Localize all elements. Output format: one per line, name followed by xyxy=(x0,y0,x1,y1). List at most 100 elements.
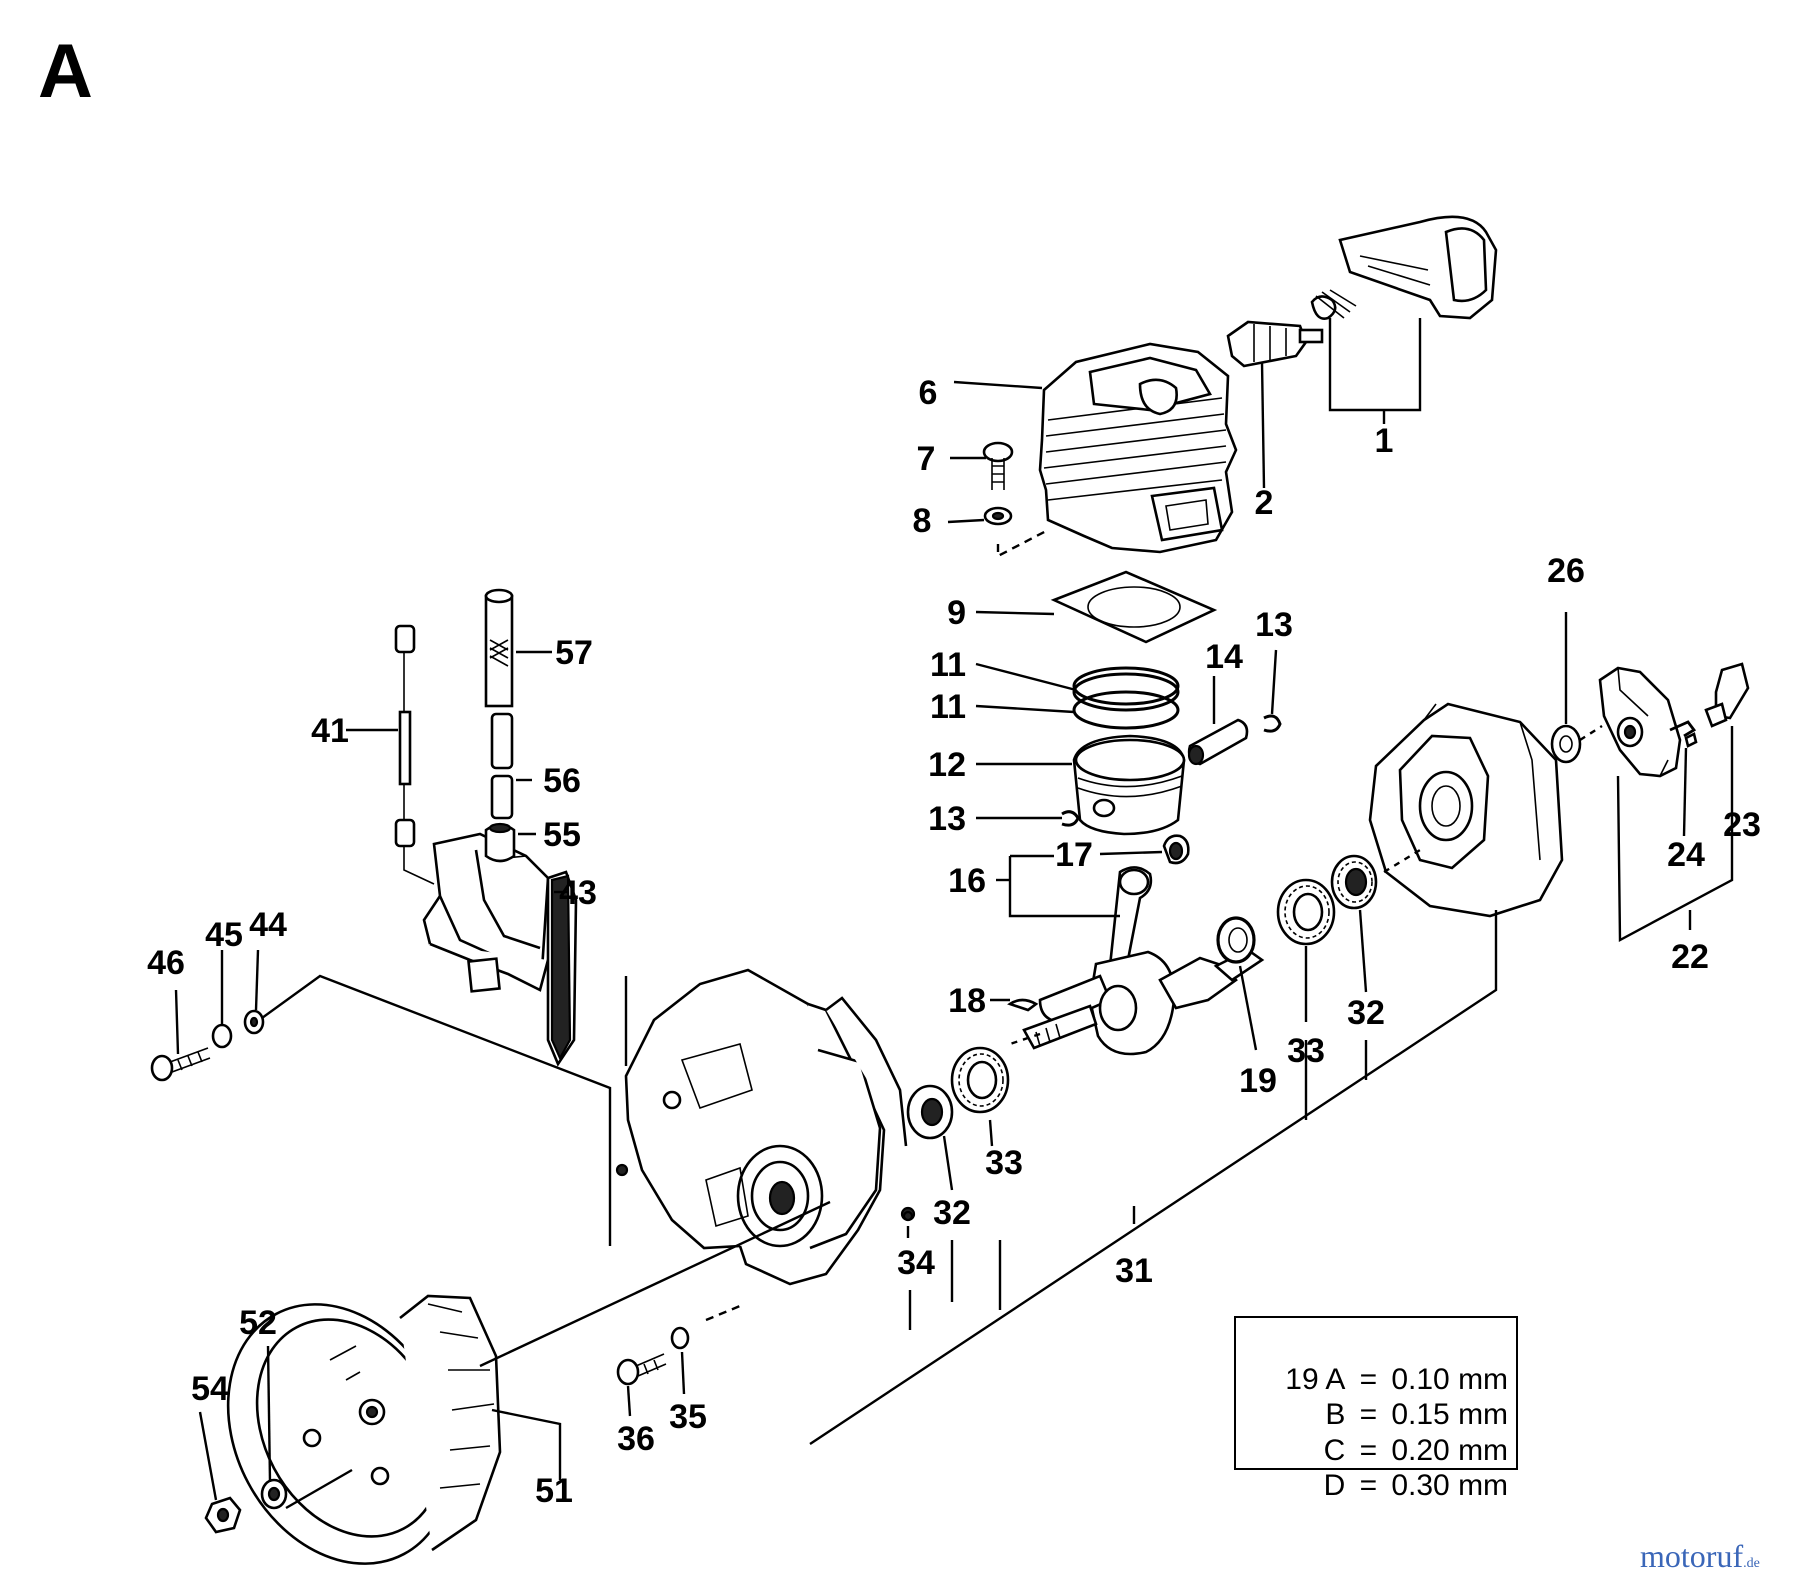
legend-equals: = xyxy=(1359,1398,1378,1431)
callout-33-right: 33 xyxy=(1287,1032,1325,1070)
piston xyxy=(1072,734,1186,836)
starter-pawl xyxy=(1704,662,1750,728)
module-lock-washer xyxy=(243,1009,265,1035)
oil-seal-left xyxy=(906,1084,954,1140)
sheet-letter: A xyxy=(38,29,93,114)
legend-code: D xyxy=(1323,1469,1346,1502)
callout-13-lower: 13 xyxy=(928,800,966,838)
callout-32-left: 32 xyxy=(933,1194,971,1232)
ball-bearing-right xyxy=(1276,878,1336,946)
callout-19: 19 xyxy=(1239,1062,1277,1100)
callout-7: 7 xyxy=(917,440,936,478)
flywheel-washer xyxy=(260,1478,288,1510)
callout-14: 14 xyxy=(1205,638,1243,676)
callout-26: 26 xyxy=(1547,552,1585,590)
callout-35: 35 xyxy=(669,1398,707,1436)
callout-55: 55 xyxy=(543,816,581,854)
callout-34: 34 xyxy=(897,1244,935,1282)
callout-45: 45 xyxy=(205,916,243,954)
piston-ring-lower xyxy=(1072,690,1180,730)
cylinder-gasket xyxy=(1050,570,1218,644)
callout-57: 57 xyxy=(555,634,593,672)
spark-plug-boot xyxy=(1338,215,1498,320)
callout-22: 22 xyxy=(1671,938,1709,976)
callout-44: 44 xyxy=(249,906,287,944)
callout-13-upper: 13 xyxy=(1255,606,1293,644)
spark-plug xyxy=(1226,320,1324,368)
callout-43: 43 xyxy=(559,874,597,912)
ignition-lead xyxy=(394,624,435,885)
callout-24: 24 xyxy=(1667,836,1705,874)
legend-code: C xyxy=(1323,1433,1346,1467)
ignition-module xyxy=(422,832,578,1067)
spacer-tube xyxy=(484,588,514,708)
starter-washer xyxy=(1550,724,1582,764)
legend-row: D = 0.30 mm xyxy=(1236,1433,1516,1502)
circlip-upper xyxy=(1263,714,1282,733)
callout-46: 46 xyxy=(147,944,185,982)
needle-bearing xyxy=(1162,834,1190,865)
sleeve-cap xyxy=(484,822,516,863)
callout-54: 54 xyxy=(191,1370,229,1408)
flywheel xyxy=(226,1294,502,1565)
callout-12: 12 xyxy=(928,746,966,784)
cylinder xyxy=(1038,342,1238,554)
crankcase-left-half xyxy=(615,968,916,1286)
ball-bearing-left xyxy=(950,1046,1010,1114)
watermark-logo[interactable]: motoruf.de xyxy=(1640,1538,1760,1575)
piston-pin xyxy=(1187,718,1249,766)
callout-51: 51 xyxy=(535,1472,573,1510)
callout-23: 23 xyxy=(1723,806,1761,844)
legend-equals: = xyxy=(1359,1362,1378,1396)
watermark-tld: .de xyxy=(1743,1556,1760,1571)
legend-equals: = xyxy=(1359,1469,1378,1502)
callout-18: 18 xyxy=(948,982,986,1020)
legend-equals: = xyxy=(1359,1433,1378,1467)
legend-code: B xyxy=(1325,1398,1346,1431)
legend-value: 0.15 mm xyxy=(1391,1398,1509,1431)
legend-value: 0.30 mm xyxy=(1391,1469,1509,1502)
spark-plug-spring xyxy=(1310,289,1357,320)
pawl-spring xyxy=(1669,720,1698,748)
sleeve-lower xyxy=(490,774,514,820)
callout-8: 8 xyxy=(913,502,932,540)
legend-code: 19 A xyxy=(1285,1362,1346,1396)
flywheel-nut xyxy=(204,1496,242,1534)
legend-value: 0.10 mm xyxy=(1391,1362,1509,1396)
callout-6: 6 xyxy=(919,374,938,412)
cylinder-screw xyxy=(982,441,1014,490)
callout-9: 9 xyxy=(947,594,966,632)
callout-36: 36 xyxy=(617,1420,655,1458)
callout-labels: 1 2 6 7 8 9 11 11 12 13 13 14 16 17 18 1… xyxy=(147,374,1761,1510)
dowel-pin xyxy=(902,1210,914,1222)
callout-33-left: 33 xyxy=(985,1144,1023,1182)
legend-value: 0.20 mm xyxy=(1391,1433,1509,1467)
module-washer xyxy=(211,1023,233,1049)
crankcase-screw xyxy=(616,1353,667,1386)
callout-32-right: 32 xyxy=(1347,994,1385,1032)
sleeve-upper xyxy=(490,712,514,770)
crankshaft-shim xyxy=(1216,916,1256,964)
callout-16: 16 xyxy=(948,862,986,900)
leader-lines xyxy=(174,318,1734,1510)
shim-thickness-legend: 19 A = 0.10 mm B = 0.15 mm C = 0.20 mm D = 0.30 … xyxy=(1234,1316,1518,1502)
watermark-brand: motoruf xyxy=(1640,1538,1744,1574)
cylinder-washer xyxy=(983,506,1013,526)
callout-31: 31 xyxy=(1115,1252,1153,1290)
legend-row: B = 0.15 mm xyxy=(1236,1362,1516,1431)
oil-seal-right xyxy=(1330,854,1378,910)
legend-row: 19 A = 0.10 mm xyxy=(1236,1326,1516,1396)
crankcase-washer xyxy=(670,1326,690,1350)
callout-56: 56 xyxy=(543,762,581,800)
crankshaft xyxy=(1022,866,1265,1056)
module-screw xyxy=(150,1047,211,1082)
legend-row: C = 0.20 mm xyxy=(1236,1397,1516,1467)
callout-2: 2 xyxy=(1255,484,1274,522)
pawl-carrier xyxy=(1598,666,1682,778)
woodruff-key xyxy=(1007,998,1039,1012)
callout-52: 52 xyxy=(239,1304,277,1342)
crankcase-right-half xyxy=(1368,702,1564,918)
piston-ring-upper xyxy=(1072,666,1180,712)
callout-41: 41 xyxy=(311,712,349,750)
